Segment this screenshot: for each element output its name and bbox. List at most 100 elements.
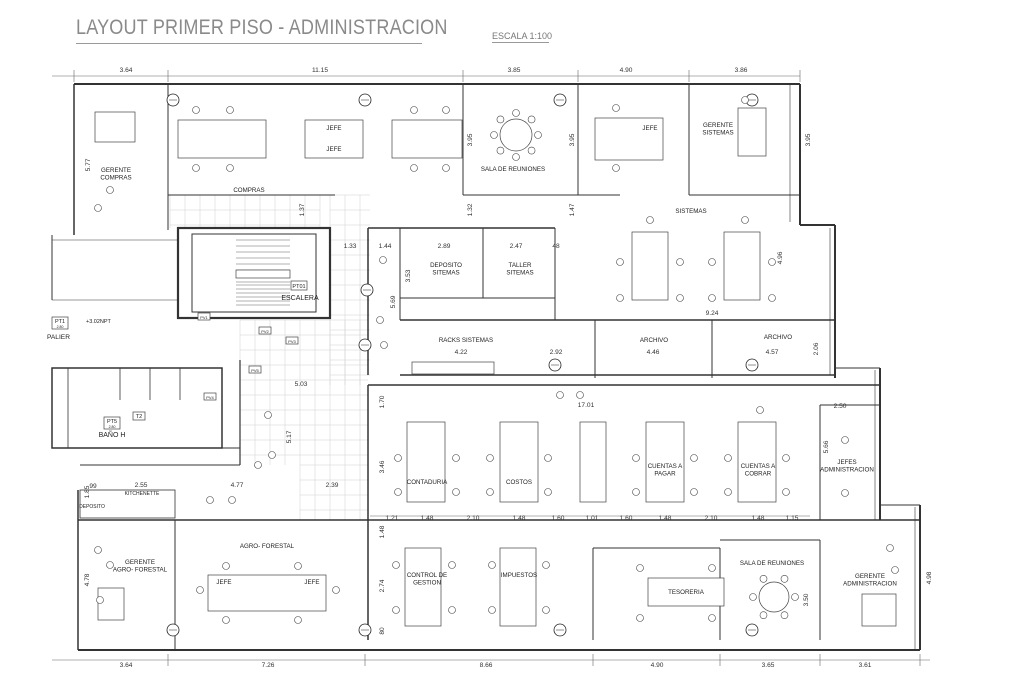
chair (632, 454, 640, 462)
chair (394, 488, 402, 496)
room-label-kitchenette: KITCHENETTE (125, 491, 160, 497)
chair (708, 258, 716, 266)
dim-mid-9: 2.10 (705, 515, 718, 522)
meeting-table-top (499, 118, 533, 152)
chair (841, 489, 849, 497)
chair (512, 153, 520, 161)
dim-170: 1.70 (379, 395, 386, 408)
chair (544, 454, 552, 462)
dim-mid-4: 1.48 (513, 515, 526, 522)
chair (264, 411, 272, 419)
chair (741, 96, 749, 104)
dim-503: 5.03 (295, 381, 308, 388)
chair (488, 606, 496, 614)
dim-148v: 1.48 (379, 525, 386, 538)
chair (542, 561, 550, 569)
chair (780, 575, 789, 583)
desk (631, 231, 669, 301)
chair (724, 454, 732, 462)
chair (448, 606, 456, 614)
dim-top-4: 4.90 (620, 67, 633, 74)
desk (647, 577, 725, 607)
plan-tags: PT01 PT1 2.80 PT5 2.80 +3.02NPT T2 PV1 P… (51, 280, 308, 430)
room-label-compras: COMPRAS (233, 187, 264, 194)
dim-255: 2.55 (135, 482, 148, 489)
tag-pt1: PT1 (55, 319, 65, 325)
dimension-labels: 3.64 11.15 3.85 4.90 3.86 3.64 7.26 8.66… (84, 67, 933, 669)
chair (380, 341, 388, 349)
chair (616, 294, 624, 302)
chair (106, 186, 114, 194)
title-underline (76, 43, 422, 44)
tag-pt01: PT01 (292, 284, 305, 290)
dim-498: 4.98 (926, 571, 933, 584)
dim-274: 2.74 (379, 579, 386, 592)
tag-t2: T2 (136, 414, 142, 420)
chair (632, 488, 640, 496)
chair (294, 562, 302, 570)
chair (442, 164, 450, 172)
chair (392, 606, 400, 614)
chair (527, 146, 536, 155)
chair (196, 586, 204, 594)
desk (579, 421, 607, 503)
desk (304, 119, 364, 159)
room-label-palier: PALIER (47, 334, 70, 341)
chair (192, 164, 200, 172)
dim-446: 4.46 (647, 349, 660, 356)
dim-80: 80 (379, 627, 386, 635)
dim-566: 5.66 (823, 440, 830, 453)
dim-132: 1.32 (467, 203, 474, 216)
dim-496: 4.96 (777, 251, 784, 264)
chair (486, 454, 494, 462)
chair (332, 586, 340, 594)
dim-346: 3.46 (379, 460, 386, 473)
dim-133: 1.33 (344, 243, 357, 250)
desk (411, 361, 495, 375)
desk (94, 111, 136, 143)
chair (376, 316, 384, 324)
chair (254, 461, 262, 469)
dim-mid-11: 1.15 (786, 515, 799, 522)
chair (448, 561, 456, 569)
chair (452, 488, 460, 496)
dim-mid-7: 1.60 (620, 515, 633, 522)
chair (556, 391, 564, 399)
chair (379, 256, 387, 264)
room-label-racks-sistemas: RACKS SISTEMAS (439, 337, 493, 344)
chair (488, 561, 496, 569)
chair (791, 593, 799, 601)
dim-top-5: 3.86 (735, 67, 748, 74)
dim-137: 1.37 (299, 203, 306, 216)
chair (490, 131, 498, 139)
corridor-tiles (169, 194, 370, 520)
chair (486, 488, 494, 496)
chair (496, 115, 505, 124)
chair (544, 488, 552, 496)
dim-478: 4.78 (84, 573, 91, 586)
chair (410, 106, 418, 114)
dim-mid-8: 1.48 (659, 515, 672, 522)
desk (645, 421, 685, 503)
room-label-tesoreria: TESORERIA (668, 589, 705, 596)
desk (404, 547, 442, 627)
dim-924: 9.24 (706, 310, 719, 317)
chair (891, 566, 899, 574)
room-label-jefe-a: JEFE (326, 125, 341, 132)
dim-353: 3.53 (405, 269, 412, 282)
chair (206, 496, 214, 504)
chair (268, 451, 276, 459)
desk (499, 421, 539, 503)
chair (226, 106, 234, 114)
chair (782, 454, 790, 462)
chair (782, 488, 790, 496)
room-label-archivo-1: ARCHIVO (640, 337, 668, 344)
